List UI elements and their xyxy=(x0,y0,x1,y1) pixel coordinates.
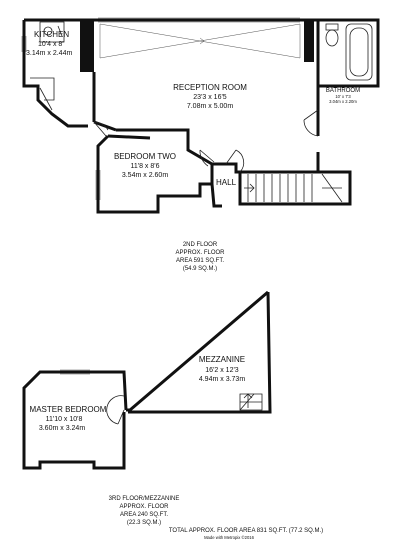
skylight-marks xyxy=(99,23,301,59)
mezzanine-dim-metric: 4.94m x 3.73m xyxy=(199,376,245,383)
wall-stairs xyxy=(238,170,352,206)
wall-bedroom-two xyxy=(96,134,214,214)
floor2-caption-line4: (54.9 SQ.M.) xyxy=(183,266,217,272)
room-label-mezzanine: MEZZANINE 16'2 x 12'3 4.94m x 3.73m xyxy=(199,355,245,383)
floor3-caption: 3RD FLOOR/MEZZANINE APPROX. FLOOR AREA 2… xyxy=(109,496,180,526)
master-bedroom-dim-imperial: 11'10 x 10'8 xyxy=(46,416,83,423)
mezzanine-dim-imperial: 16'2 x 12'3 xyxy=(205,367,239,374)
metropix-credit: Made with Metropix ©2016 xyxy=(204,535,255,540)
room-label-reception: RECEPTION ROOM 23'3 x 16'5 7.08m x 5.00m xyxy=(173,83,247,110)
room-label-bedroom-two: BEDROOM TWO 11'8 x 8'6 3.54m x 2.60m xyxy=(114,152,176,179)
wall-reception-bottom xyxy=(116,128,320,174)
floor3-caption-line3: AREA 240 SQ.FT. xyxy=(120,512,168,518)
bathroom-dim-imperial: 10' x 7'3 xyxy=(335,94,351,99)
wall-mezzanine xyxy=(126,290,272,414)
hall-name: HALL xyxy=(216,178,237,187)
bedroom-two-name: BEDROOM TWO xyxy=(114,152,176,161)
staircase xyxy=(244,173,343,203)
wall-bedroom-two-top xyxy=(107,134,151,140)
wall-hall-lower xyxy=(210,183,222,208)
door-swings xyxy=(93,109,319,173)
third-floor-doors xyxy=(106,395,125,425)
master-bedroom-dim-metric: 3.60m x 3.24m xyxy=(39,425,85,432)
kitchen-dim-metric: 3.14m x 2.44m xyxy=(26,50,72,57)
third-floor-plan: MEZZANINE 16'2 x 12'3 4.94m x 3.73m MAST… xyxy=(22,290,272,526)
total-floor-area: TOTAL APPROX. FLOOR AREA 831 SQ.FT. (77.… xyxy=(169,528,323,534)
mezzanine-stair xyxy=(239,393,263,411)
floor2-caption: 2ND FLOOR APPROX. FLOOR AREA 591 SQ.FT. … xyxy=(175,242,225,272)
bathroom-fittings xyxy=(325,23,373,81)
bedroom-two-dim-imperial: 11'8 x 8'6 xyxy=(130,163,159,170)
room-label-bathroom: BATHROOM 10' x 7'3 3.04m x 2.20m xyxy=(326,88,360,104)
floor3-caption-line2: APPROX. FLOOR xyxy=(119,504,169,510)
kitchen-chimney-breast xyxy=(80,20,94,72)
floor2-caption-line3: AREA 591 SQ.FT. xyxy=(176,258,224,264)
bathroom-dim-metric: 3.04m x 2.20m xyxy=(329,99,357,104)
kitchen-name: KITCHEN xyxy=(34,30,69,39)
wall-kitchen-outer xyxy=(22,20,88,128)
floor2-caption-line2: APPROX. FLOOR xyxy=(175,250,225,256)
second-floor-plan: KITCHEN 10'4 x 8' 3.14m x 2.44m RECEPTIO… xyxy=(21,17,380,272)
master-bedroom-name: MASTER BEDROOM xyxy=(30,405,107,414)
room-label-master-bedroom: MASTER BEDROOM 11'10 x 10'8 3.60m x 3.24… xyxy=(30,405,107,432)
room-label-kitchen: KITCHEN 10'4 x 8' 3.14m x 2.44m xyxy=(26,30,72,57)
bedroom-two-dim-metric: 3.54m x 2.60m xyxy=(122,172,168,179)
reception-name: RECEPTION ROOM xyxy=(173,83,247,92)
bathroom-name: BATHROOM xyxy=(326,88,360,94)
floor3-caption-line1: 3RD FLOOR/MEZZANINE xyxy=(109,496,180,502)
windows xyxy=(21,17,300,200)
reception-dim-metric: 7.08m x 5.00m xyxy=(187,103,233,110)
mezzanine-name: MEZZANINE xyxy=(199,355,245,364)
third-floor-windows xyxy=(60,369,90,375)
floor2-caption-line1: 2ND FLOOR xyxy=(183,242,218,248)
reception-dim-imperial: 23'3 x 16'5 xyxy=(193,94,227,101)
floor3-caption-line4: (22.3 SQ.M.) xyxy=(127,520,161,526)
wall-top xyxy=(24,18,380,88)
reception-chimney-breast xyxy=(304,20,314,62)
wall-master-bedroom xyxy=(22,370,128,470)
kitchen-fittings xyxy=(30,21,65,111)
kitchen-dim-imperial: 10'4 x 8' xyxy=(38,41,64,48)
